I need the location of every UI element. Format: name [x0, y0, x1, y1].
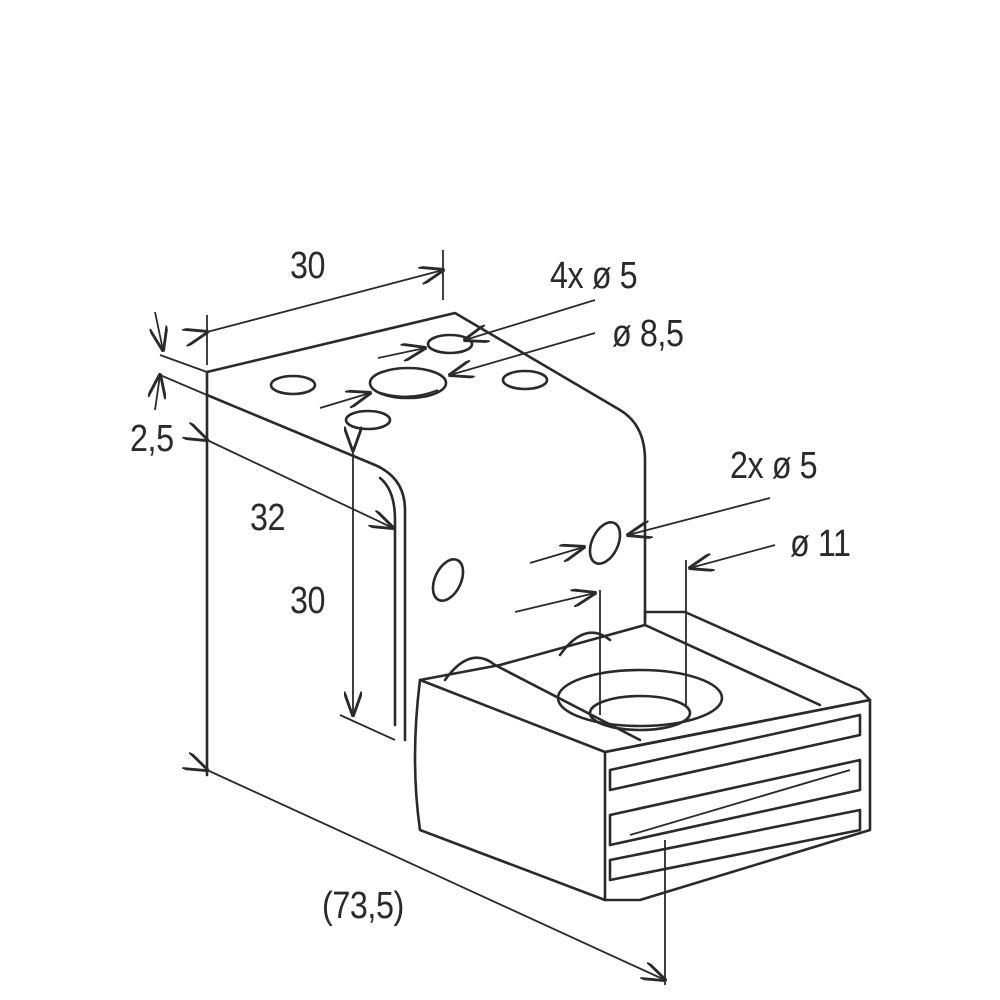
- label-hole-center: ø 8,5: [612, 313, 684, 355]
- label-depth: 32: [250, 497, 286, 539]
- label-holes-2x: 2x ø 5: [730, 445, 818, 487]
- vertical-plate: [431, 521, 622, 682]
- top-plate: [205, 311, 647, 777]
- hole-center: [368, 366, 448, 400]
- hole-small: [426, 333, 474, 355]
- label-top-width: 30: [290, 245, 326, 287]
- label-holes-4x: 4x ø 5: [550, 255, 638, 297]
- label-thickness: 2,5: [130, 418, 174, 460]
- label-overall-length: (73,5): [322, 885, 404, 927]
- cage-nut: [413, 610, 872, 902]
- label-nut-hole: ø 11: [790, 523, 851, 565]
- dimensions: [155, 250, 776, 985]
- label-height: 30: [290, 580, 326, 622]
